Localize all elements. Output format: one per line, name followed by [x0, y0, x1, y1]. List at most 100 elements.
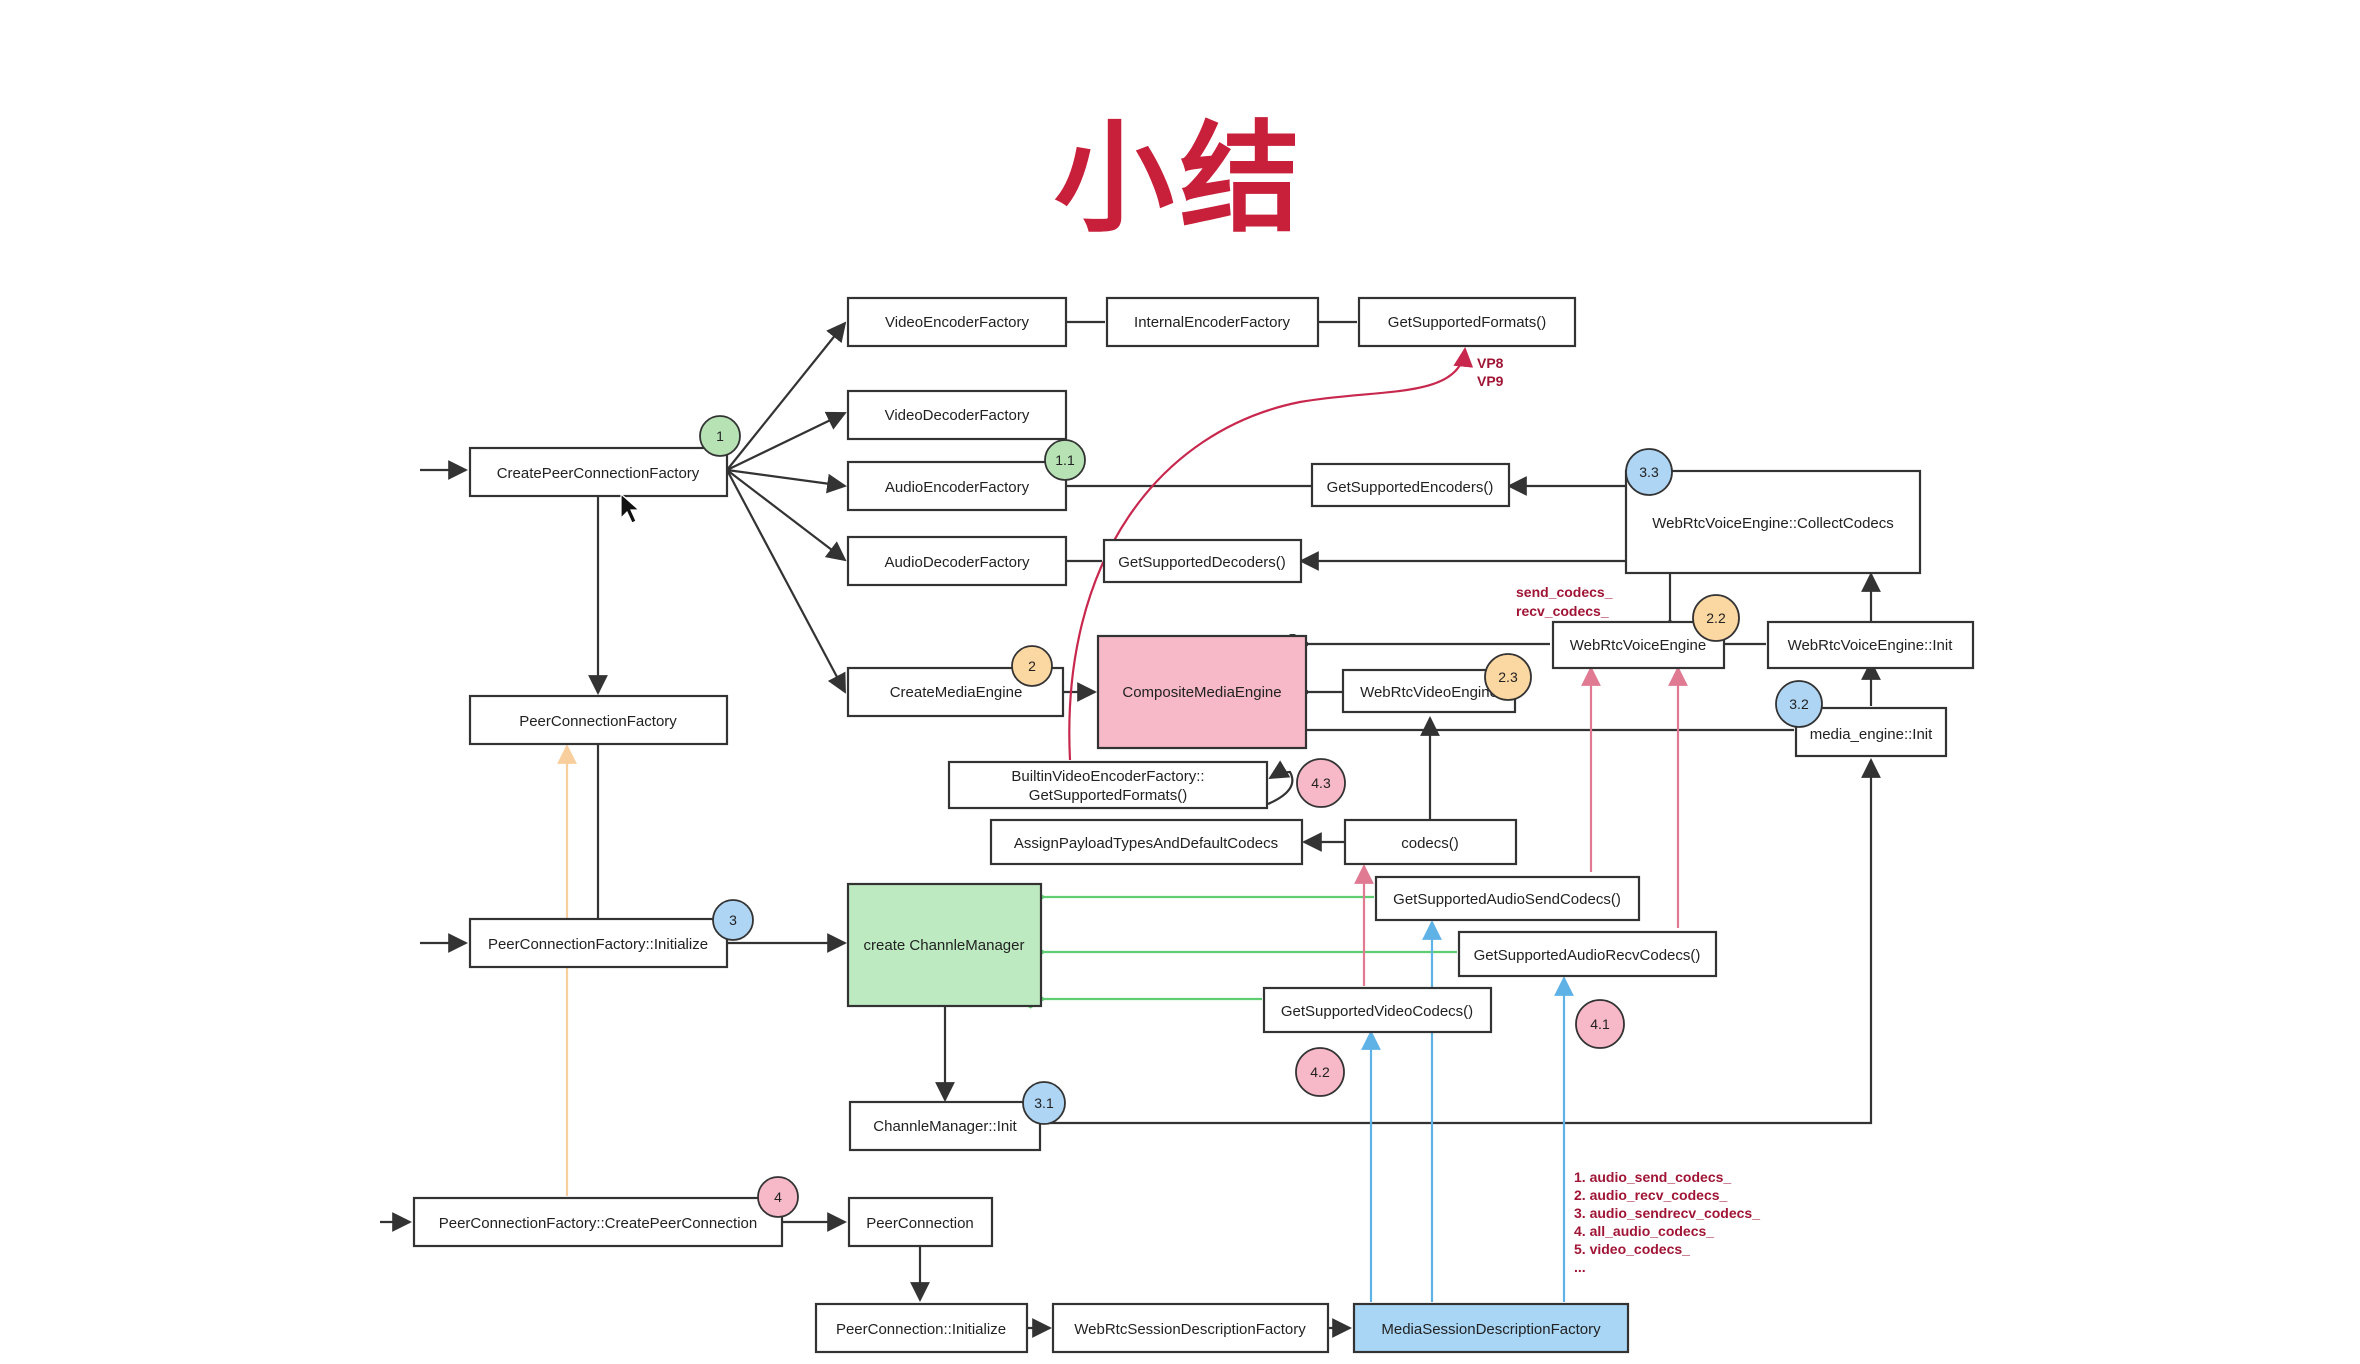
- edge-cpcf-to-create-media-engine: [726, 469, 846, 694]
- badge-label: 4: [774, 1189, 782, 1205]
- node-label: ChannleManager::Init: [873, 1118, 1017, 1135]
- badge-label: 2.3: [1498, 669, 1518, 685]
- badge-1: 1: [699, 415, 741, 457]
- node-assign-payload-types: AssignPayloadTypesAndDefaultCodecs: [989, 818, 1304, 866]
- badges: 1 1.1 2 2.2 2.3 3 3.1 3.2: [699, 415, 1823, 1218]
- node-media-engine-init: media_engine::Init: [1794, 706, 1948, 758]
- edge-builtin-to-get-supported-formats: [1068, 347, 1474, 761]
- codec-list-item: 4. all_audio_codecs_: [1574, 1223, 1714, 1239]
- badge-3-1: 3.1: [1022, 1081, 1066, 1125]
- node-label: WebRtcVoiceEngine::CollectCodecs: [1652, 515, 1894, 532]
- node-codecs: codecs(): [1343, 818, 1518, 866]
- node-label: InternalEncoderFactory: [1134, 314, 1290, 331]
- edge-cpcf-to-video-encoder: [726, 321, 847, 471]
- badge-4: 4: [757, 1176, 799, 1218]
- badge-label: 3.1: [1034, 1095, 1054, 1111]
- codec-list-item: 2. audio_recv_codecs_: [1574, 1187, 1728, 1203]
- node-label: PeerConnectionFactory::CreatePeerConnect…: [439, 1215, 758, 1232]
- node-get-supported-video-codecs: GetSupportedVideoCodecs(): [1262, 986, 1493, 1034]
- note-recv-codecs: recv_codecs_: [1516, 603, 1609, 619]
- node-get-supported-audio-send-codecs: GetSupportedAudioSendCodecs(): [1374, 875, 1641, 922]
- node-label: AudioEncoderFactory: [885, 479, 1030, 496]
- node-label: GetSupportedAudioRecvCodecs(): [1474, 947, 1701, 964]
- node-audio-encoder-factory: AudioEncoderFactory: [846, 460, 1068, 512]
- nodes: VideoEncoderFactory InternalEncoderFacto…: [412, 296, 1975, 1354]
- node-pcf-create-peer-connection: PeerConnectionFactory::CreatePeerConnect…: [412, 1196, 784, 1248]
- badge-3-2: 3.2: [1775, 680, 1823, 728]
- node-peer-connection-factory-initialize: PeerConnectionFactory::Initialize: [468, 917, 729, 969]
- note-send-codecs: send_codecs_: [1516, 584, 1613, 600]
- node-peer-connection-initialize: PeerConnection::Initialize: [814, 1302, 1029, 1354]
- node-channel-manager-init: ChannleManager::Init: [848, 1100, 1042, 1152]
- node-webrtc-voice-engine-collect-codecs: WebRtcVoiceEngine::CollectCodecs: [1624, 469, 1922, 575]
- edge-cpcf-to-audio-encoder: [726, 468, 847, 494]
- badge-label: 3: [729, 912, 737, 928]
- annotations: VP8 VP9 send_codecs_ recv_codecs_ 1. aud…: [1477, 355, 1760, 1275]
- node-get-supported-audio-recv-codecs: GetSupportedAudioRecvCodecs(): [1457, 930, 1718, 978]
- note-vp8: VP8: [1477, 355, 1504, 371]
- badge-1-1: 1.1: [1044, 439, 1086, 481]
- node-create-peer-connection-factory: CreatePeerConnectionFactory: [468, 446, 729, 498]
- edge-cpcf-to-video-decoder: [726, 411, 847, 471]
- badge-2-3: 2.3: [1484, 653, 1532, 701]
- node-label: create ChannleManager: [864, 937, 1025, 954]
- badge-label: 1.1: [1055, 452, 1075, 468]
- node-get-supported-decoders: GetSupportedDecoders(): [1102, 538, 1303, 584]
- node-video-encoder-factory: VideoEncoderFactory: [846, 296, 1068, 348]
- node-peer-connection: PeerConnection: [847, 1196, 994, 1248]
- badge-2-2: 2.2: [1692, 594, 1740, 642]
- node-peer-connection-factory: PeerConnectionFactory: [468, 694, 729, 746]
- badge-3-3: 3.3: [1625, 448, 1673, 496]
- edge-cpcf-to-audio-decoder: [726, 469, 847, 562]
- node-label: AudioDecoderFactory: [884, 554, 1030, 571]
- badge-label: 2.2: [1706, 610, 1726, 626]
- node-label: media_engine::Init: [1810, 726, 1933, 743]
- badge-label: 4.3: [1311, 775, 1331, 791]
- edge-builtin-loop: [1267, 760, 1294, 806]
- page-title: 小结: [1054, 110, 1306, 249]
- badge-label: 4.1: [1590, 1016, 1610, 1032]
- node-webrtc-voice-engine-init: WebRtcVoiceEngine::Init: [1766, 620, 1975, 670]
- node-video-decoder-factory: VideoDecoderFactory: [846, 389, 1068, 441]
- badge-4-2: 4.2: [1295, 1047, 1345, 1097]
- badge-label: 4.2: [1310, 1064, 1330, 1080]
- note-codec-list: 1. audio_send_codecs_ 2. audio_recv_code…: [1574, 1169, 1760, 1275]
- node-label: VideoEncoderFactory: [885, 314, 1029, 331]
- edge-cm-init-to-media-init: [1041, 758, 1881, 1125]
- codec-list-item: ...: [1574, 1259, 1586, 1275]
- node-label: VideoDecoderFactory: [885, 407, 1030, 424]
- node-media-session-description-factory: MediaSessionDescriptionFactory: [1352, 1302, 1630, 1354]
- node-internal-encoder-factory: InternalEncoderFactory: [1105, 296, 1320, 348]
- codec-list-item: 5. video_codecs_: [1574, 1241, 1690, 1257]
- node-label-line2: GetSupportedFormats(): [1029, 787, 1187, 804]
- node-label: codecs(): [1401, 835, 1459, 852]
- node-label-line1: BuiltinVideoEncoderFactory::: [1011, 768, 1204, 785]
- node-label: WebRtcVoiceEngine::Init: [1788, 637, 1954, 654]
- node-composite-media-engine: CompositeMediaEngine: [1096, 634, 1308, 750]
- node-label: PeerConnection: [866, 1215, 974, 1232]
- node-label: PeerConnection::Initialize: [836, 1321, 1006, 1338]
- badge-label: 1: [716, 428, 724, 444]
- badge-label: 2: [1028, 658, 1036, 674]
- node-label: WebRtcVoiceEngine: [1570, 637, 1706, 654]
- badge-4-1: 4.1: [1575, 999, 1625, 1049]
- badge-4-3: 4.3: [1296, 758, 1346, 808]
- connectors: [380, 312, 1881, 1338]
- codec-list-item: 3. audio_sendrecv_codecs_: [1574, 1205, 1760, 1221]
- node-get-supported-encoders: GetSupportedEncoders(): [1310, 462, 1511, 508]
- node-label: AssignPayloadTypesAndDefaultCodecs: [1014, 835, 1278, 852]
- node-audio-decoder-factory: AudioDecoderFactory: [846, 535, 1068, 587]
- node-label: GetSupportedFormats(): [1388, 314, 1546, 331]
- badge-label: 3.2: [1789, 696, 1809, 712]
- badge-3: 3: [712, 899, 754, 941]
- node-label: GetSupportedVideoCodecs(): [1281, 1003, 1473, 1020]
- note-vp9: VP9: [1477, 373, 1504, 389]
- mouse-cursor-icon: [620, 492, 641, 524]
- codec-list-item: 1. audio_send_codecs_: [1574, 1169, 1731, 1185]
- node-webrtc-session-description-factory: WebRtcSessionDescriptionFactory: [1051, 1302, 1330, 1354]
- node-create-channel-manager: create ChannleManager: [846, 882, 1043, 1008]
- node-label: PeerConnectionFactory: [519, 713, 677, 730]
- node-label: MediaSessionDescriptionFactory: [1381, 1321, 1601, 1338]
- node-label: PeerConnectionFactory::Initialize: [488, 936, 708, 953]
